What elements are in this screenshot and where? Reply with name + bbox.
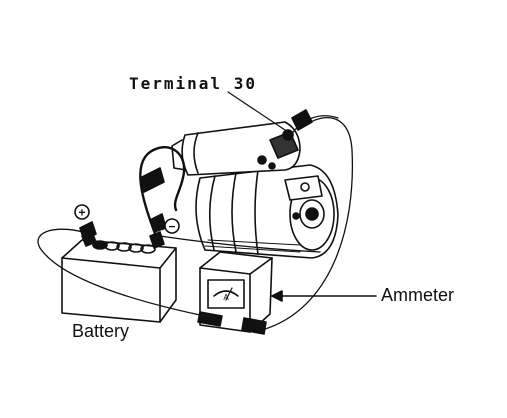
battery-cable [139,146,186,238]
ammeter-label: Ammeter [381,285,455,305]
negative-symbol: − [168,220,175,234]
battery-icon [61,231,177,323]
ammeter-icon [199,251,273,333]
meter-mark: A [223,293,229,302]
starter-motor-icon [171,121,339,259]
positive-circle [74,204,90,220]
positive-lead [37,228,201,316]
arrow-icon [271,290,377,302]
terminal-30-label: Terminal 30 [129,74,257,93]
terminal-lead [261,117,354,331]
clamp-icon [79,109,313,335]
negative-circle [164,218,180,234]
terminal-leader [227,91,289,133]
battery-label: Battery [72,321,130,341]
positive-symbol: + [78,206,85,220]
